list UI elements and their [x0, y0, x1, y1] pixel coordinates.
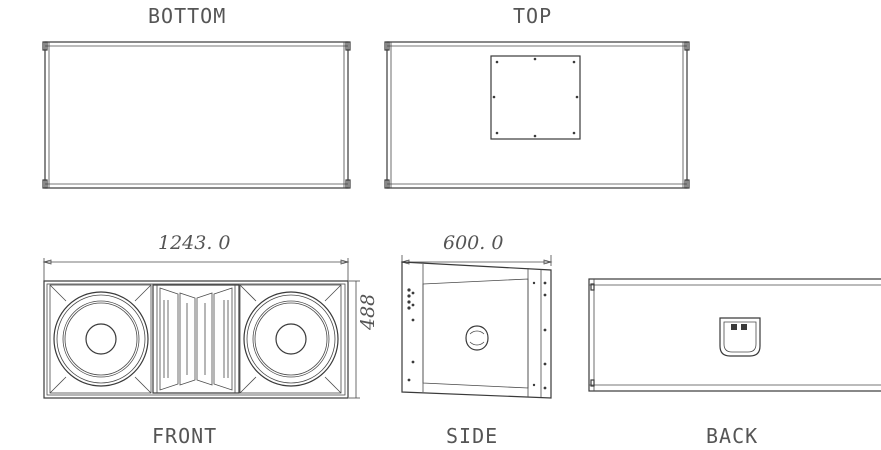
center-waveguide: [152, 284, 240, 394]
side-view-label: SIDE: [446, 424, 499, 448]
right-woofer: [239, 284, 342, 394]
depth-dimension-line: [400, 255, 553, 266]
front-view: [42, 258, 360, 399]
height-dimension-line: [349, 280, 360, 399]
front-view-label: FRONT: [152, 424, 218, 448]
top-view: [384, 41, 690, 189]
left-woofer: [49, 284, 152, 394]
depth-dimension-label: 600. 0: [443, 232, 504, 254]
top-view-label: TOP: [513, 4, 553, 28]
back-view-label: BACK: [706, 424, 759, 448]
bottom-view: [42, 41, 351, 189]
back-view: [588, 278, 881, 392]
bottom-view-label: BOTTOM: [148, 4, 227, 28]
width-dimension-label: 1243. 0: [158, 232, 231, 254]
width-dimension-line: [42, 258, 350, 283]
side-view: [400, 255, 553, 399]
height-dimension-label: 488: [357, 293, 379, 330]
input-panel: [719, 317, 761, 357]
side-handle: [465, 325, 489, 351]
rigging-plate: [490, 55, 581, 140]
